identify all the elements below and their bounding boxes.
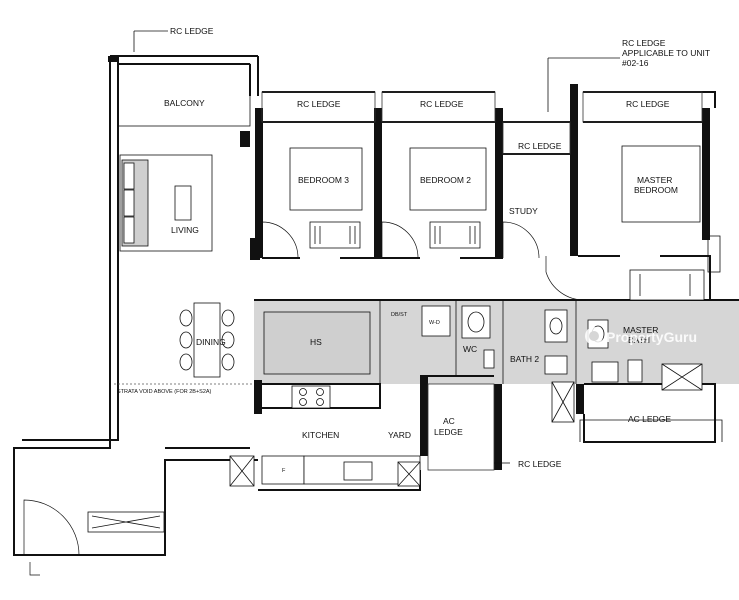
watermark: PropertyGuru bbox=[585, 327, 697, 345]
household-shelter bbox=[263, 311, 371, 375]
label-bath2: BATH 2 bbox=[510, 354, 539, 364]
label-rc-ledge-top: RC LEDGE bbox=[170, 26, 214, 36]
label-dbst: DB/ST bbox=[391, 312, 408, 318]
label-bedroom2: BEDROOM 2 bbox=[420, 175, 471, 185]
label-yard: YARD bbox=[388, 430, 411, 440]
label-ac-ledge-yard-line1: AC bbox=[443, 416, 455, 426]
label-wd: W-D bbox=[429, 320, 440, 326]
label-rc-ledge-yard: RC LEDGE bbox=[518, 459, 562, 469]
label-ac-ledge-master: AC LEDGE bbox=[628, 414, 671, 424]
label-master-bedroom-line2: BEDROOM bbox=[634, 185, 678, 195]
leader-lines bbox=[133, 30, 620, 464]
label-rc-ledge-unit-line3: #02-16 bbox=[622, 58, 649, 68]
label-ac-ledge-yard-line2: LEDGE bbox=[434, 427, 463, 437]
label-kitchen: KITCHEN bbox=[302, 430, 339, 440]
label-master-bath-line2: BATH bbox=[628, 335, 650, 345]
label-study: STUDY bbox=[509, 206, 538, 216]
structural-columns bbox=[108, 56, 710, 470]
label-rc-ledge-study: RC LEDGE bbox=[518, 141, 562, 151]
door-swings bbox=[23, 221, 587, 576]
label-rc-ledge-unit-line1: RC LEDGE bbox=[622, 38, 666, 48]
outer-walls bbox=[13, 55, 421, 556]
living-furniture bbox=[119, 154, 213, 252]
watermark-text: PropertyGuru bbox=[606, 329, 697, 345]
bedroom2-furniture bbox=[409, 147, 487, 249]
label-hs: HS bbox=[310, 337, 322, 347]
label-living: LIVING bbox=[171, 225, 199, 235]
label-rc-ledge-unit-line2: APPLICABLE TO UNIT bbox=[622, 48, 710, 58]
text-labels: RC LEDGE RC LEDGE RC LEDGE RC LEDGE RC L… bbox=[117, 26, 710, 474]
label-master-bedroom-line1: MASTER bbox=[637, 175, 672, 185]
master-bedroom-furniture bbox=[621, 145, 705, 301]
label-rc-ledge-master: RC LEDGE bbox=[626, 99, 670, 109]
bedroom3-furniture bbox=[289, 147, 363, 249]
label-wc: WC bbox=[463, 344, 477, 354]
kitchen-fixtures bbox=[87, 385, 421, 533]
label-balcony: BALCONY bbox=[164, 98, 205, 108]
label-dining: DINING bbox=[196, 337, 226, 347]
label-master-bath-line1: MASTER bbox=[623, 325, 658, 335]
dining-furniture bbox=[179, 302, 235, 378]
label-rc-ledge-bedroom3: RC LEDGE bbox=[297, 99, 341, 109]
balcony-area bbox=[117, 63, 251, 127]
wc-fixtures bbox=[421, 305, 495, 369]
bath2-fixtures bbox=[544, 309, 575, 423]
label-fridge: F bbox=[282, 468, 286, 474]
label-rc-ledge-bedroom2: RC LEDGE bbox=[420, 99, 464, 109]
label-strata-void: STRATA VOID ABOVE (FOR 2B+S2A) bbox=[117, 389, 212, 395]
label-bedroom3: BEDROOM 3 bbox=[298, 175, 349, 185]
rc-ledges bbox=[261, 91, 723, 471]
